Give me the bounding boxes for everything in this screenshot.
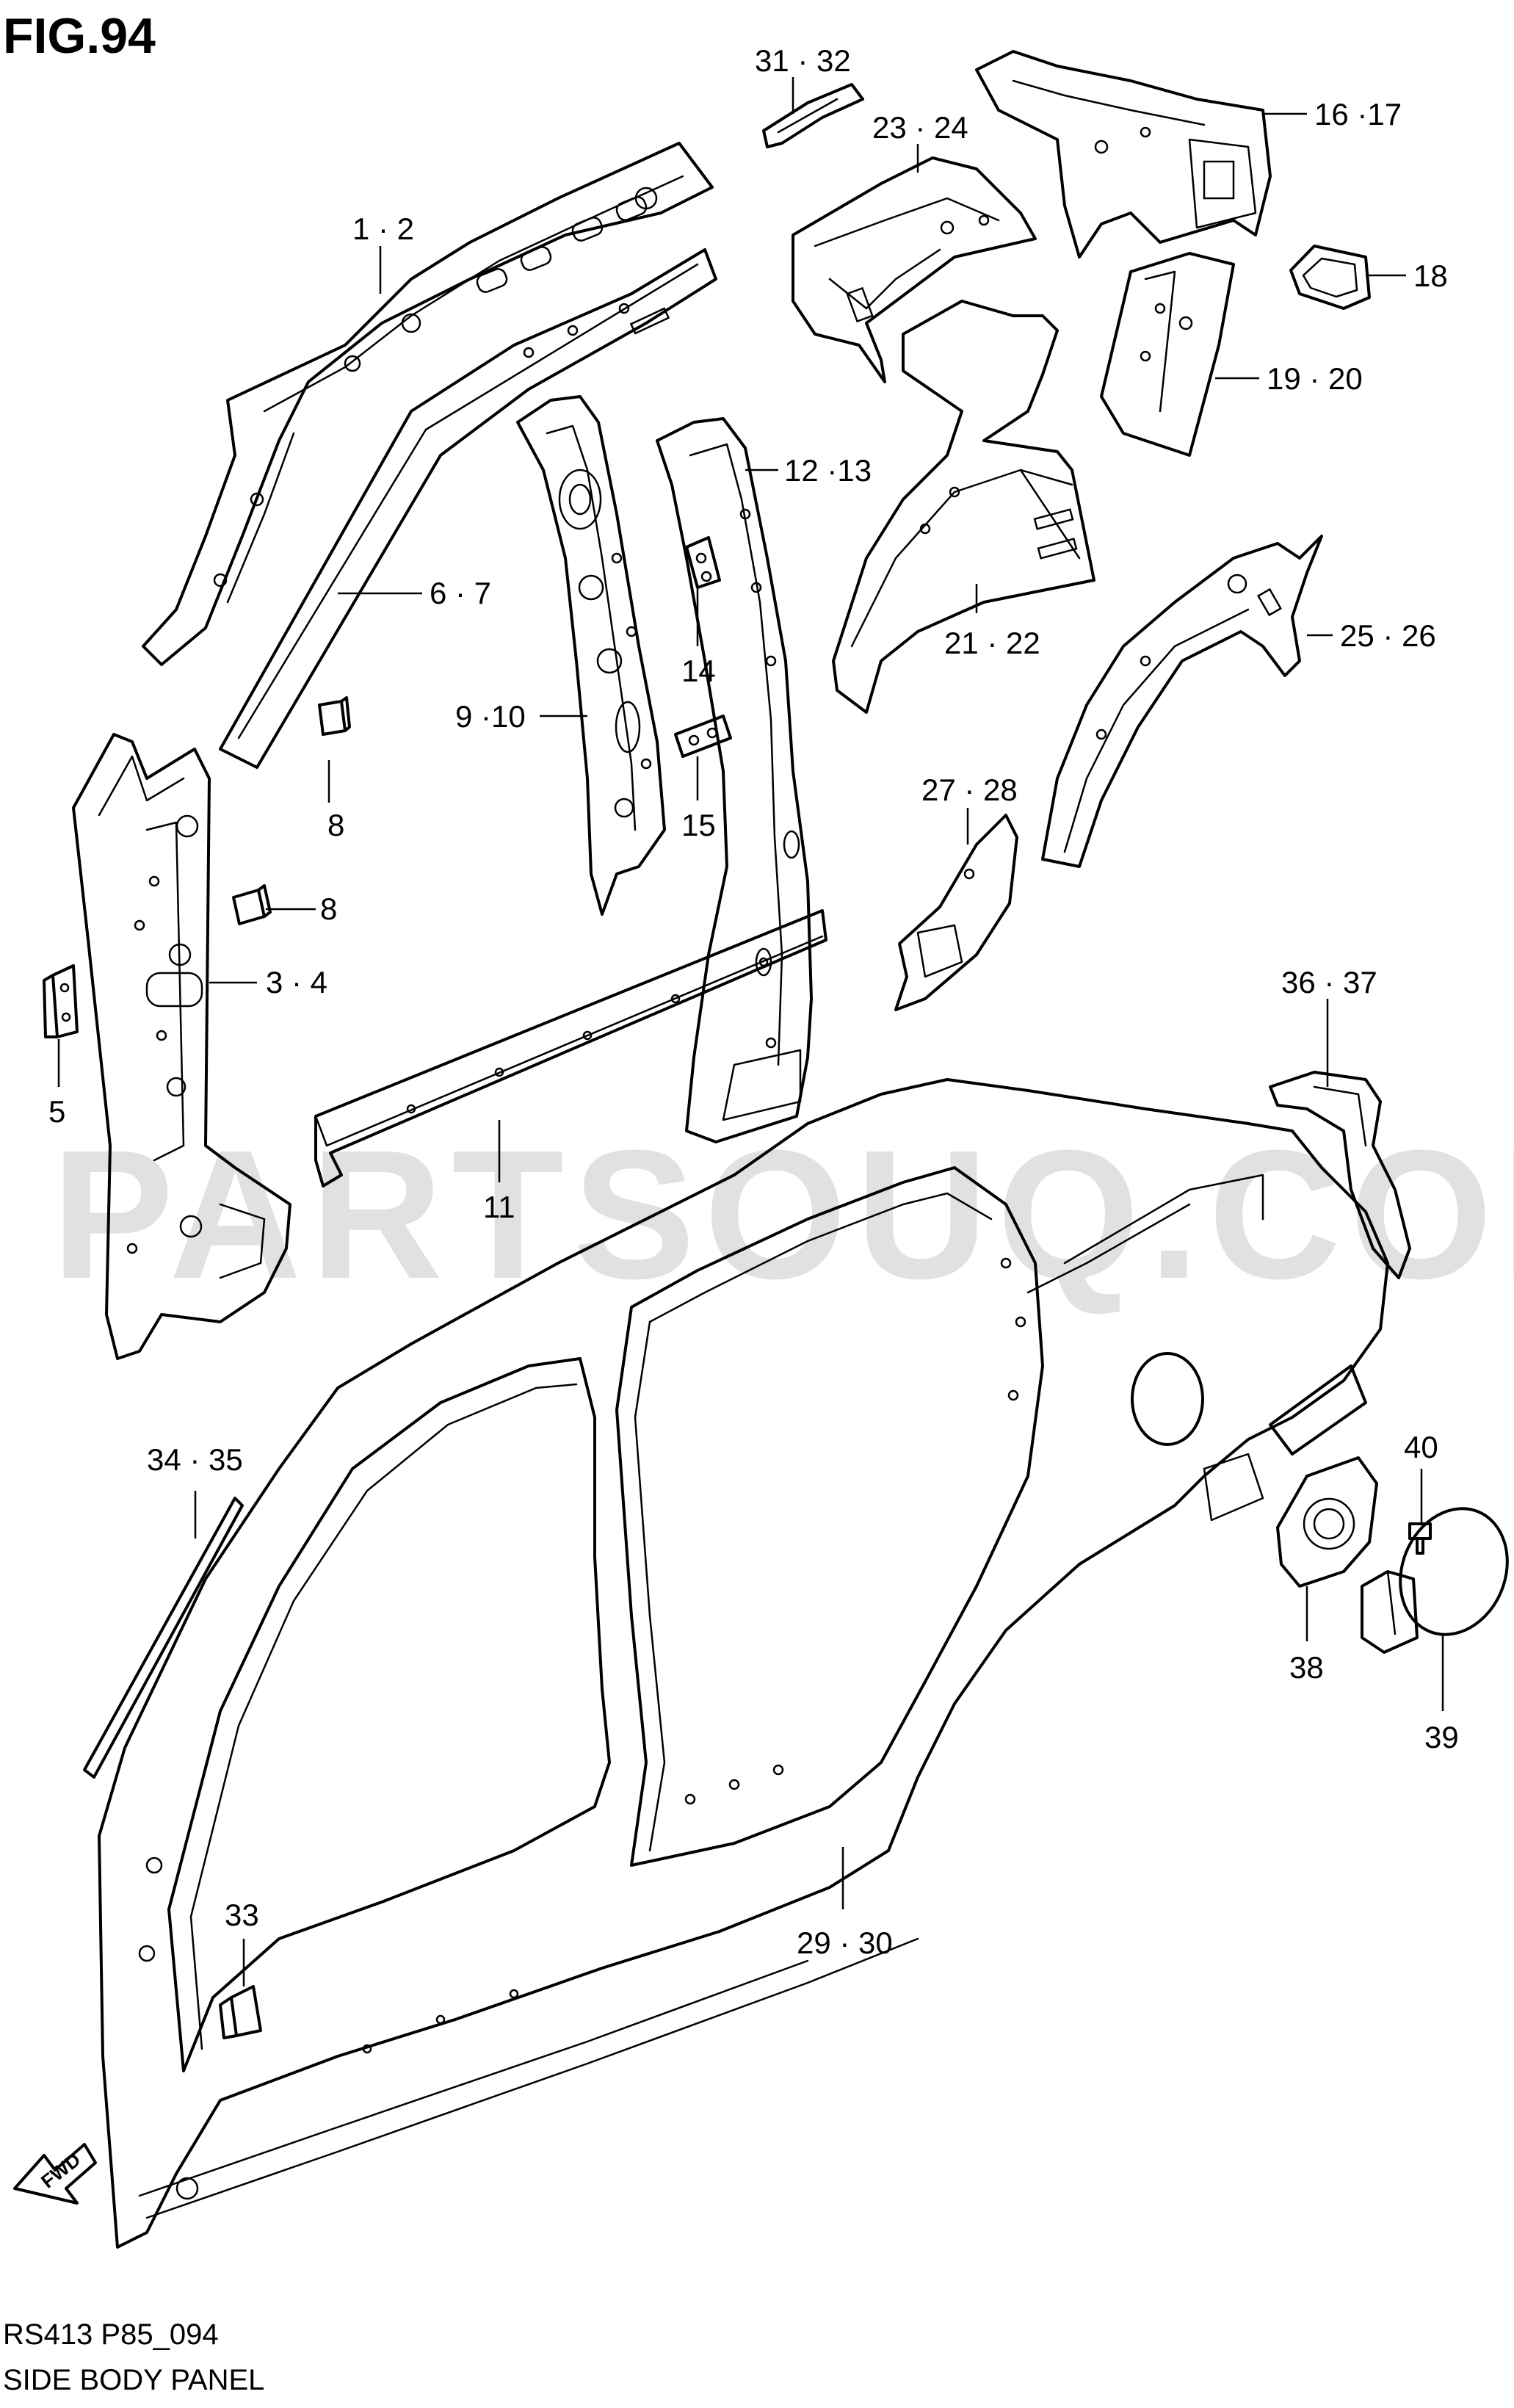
part-15-plate	[674, 715, 732, 758]
callout-15: 15	[681, 808, 716, 842]
figure-title: FIG.94	[3, 8, 156, 64]
part-34-35-moulding	[83, 1497, 244, 1779]
part-center-pillar-inner	[516, 395, 666, 916]
part-front-pillar	[72, 733, 291, 1360]
part-39-fuel-lid	[1361, 1507, 1509, 1654]
callout-3-4: 3 · 4	[266, 965, 327, 999]
part-rear-inner-arch	[832, 300, 1095, 714]
callout-8-upper: 8	[327, 808, 344, 842]
part-5-bracket	[43, 964, 79, 1038]
callout-27-28: 27 · 28	[921, 773, 1018, 807]
part-center-pillar-outer	[656, 417, 813, 1143]
callout-38: 38	[1289, 1650, 1324, 1685]
callout-33: 33	[225, 1898, 259, 1932]
part-14-plate	[685, 536, 721, 589]
callout-5: 5	[48, 1094, 65, 1129]
callout-1-2: 1 · 2	[352, 211, 414, 246]
part-rear-panel-23-24	[792, 156, 1037, 383]
callout-14: 14	[681, 654, 716, 688]
part-roof-side-inner	[219, 248, 717, 769]
callout-29-30: 29 · 30	[797, 1926, 893, 1960]
part-8-pad-lower	[232, 884, 272, 925]
callout-11: 11	[483, 1190, 515, 1224]
part-side-body-outer	[98, 1078, 1389, 2249]
part-roof-side-rail	[142, 142, 714, 666]
callout-39: 39	[1424, 1720, 1459, 1754]
part-rear-upper-inner	[975, 50, 1272, 258]
part-27-28-bracket	[894, 814, 1018, 1011]
callout-9-10: 9 ·10	[455, 699, 526, 734]
leader-lines	[57, 77, 1444, 1986]
callout-25-26: 25 · 26	[1340, 618, 1436, 653]
part-side-sill-inner	[314, 909, 827, 1187]
callout-19-20: 19 · 20	[1267, 361, 1363, 396]
callout-21-22: 21 · 22	[944, 626, 1040, 660]
callout-34-35: 34 · 35	[147, 1442, 243, 1477]
part-18-grommet	[1289, 245, 1371, 310]
callout-40: 40	[1404, 1430, 1438, 1464]
part-19-20-reinforcement	[1100, 252, 1235, 457]
part-wheel-house-outer	[1041, 535, 1323, 868]
part-38-fuel-box	[1276, 1456, 1378, 1588]
callout-16-17: 16 ·17	[1314, 97, 1402, 131]
watermark: PARTSOUQ.COM	[51, 1112, 1514, 1317]
part-31-32-bracket	[762, 83, 864, 148]
part-8-pad-upper	[318, 696, 351, 736]
part-36-37-bracket	[1269, 1071, 1411, 1279]
part-33-bracket	[219, 1985, 262, 2039]
callout-36-37: 36 · 37	[1281, 965, 1377, 999]
callout-23-24: 23 · 24	[872, 110, 968, 145]
callout-labels: 1 · 2 6 · 7 8 8 3 · 4 5 9 ·10 14 15 12 ·…	[48, 43, 1459, 1960]
callout-31-32: 31 · 32	[755, 43, 851, 78]
callout-18: 18	[1413, 258, 1448, 293]
part-40-screw	[1408, 1522, 1432, 1555]
callout-8-lower: 8	[320, 892, 337, 926]
callout-12-13: 12 ·13	[784, 453, 872, 488]
footer-model-code: RS413 P85_094	[3, 2318, 219, 2351]
footer-section-title: SIDE BODY PANEL	[3, 2364, 264, 2396]
callout-6-7: 6 · 7	[430, 576, 491, 610]
fwd-arrow-icon: FWD	[13, 2143, 97, 2205]
